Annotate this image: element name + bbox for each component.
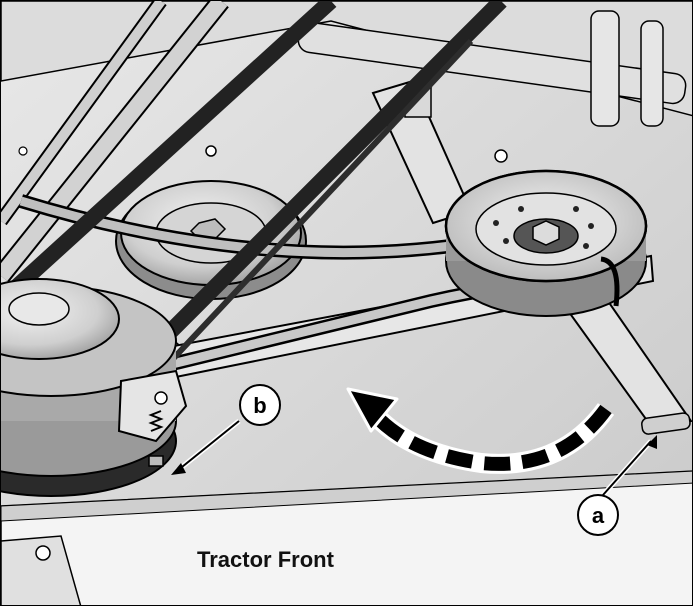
idler-arm-tip bbox=[641, 412, 691, 435]
rod-2 bbox=[1, 1, 166, 224]
callout-b-circle bbox=[239, 384, 281, 426]
clutch-shaft bbox=[8, 292, 70, 326]
mount-bracket bbox=[1, 535, 82, 605]
right-bracket-2 bbox=[640, 20, 664, 127]
mount-bolt bbox=[35, 545, 51, 561]
clutch-bracket-hole bbox=[154, 391, 168, 405]
idler-hole bbox=[493, 220, 499, 226]
callout-a-label: a bbox=[592, 503, 605, 528]
drive-belt-1 bbox=[1, 1, 337, 307]
drive-belt-3 bbox=[168, 38, 474, 364]
callout-b-label: b bbox=[253, 393, 266, 418]
rod-1 bbox=[1, 1, 228, 281]
callout-b: b bbox=[171, 384, 281, 475]
arrow-left-curved-dashed-icon bbox=[346, 387, 615, 474]
tractor-front-caption: Tractor Front bbox=[197, 547, 334, 572]
clutch-stop bbox=[148, 455, 164, 467]
right-bracket bbox=[590, 10, 620, 127]
idler-hole bbox=[588, 223, 594, 229]
idler-hole bbox=[518, 206, 524, 212]
front-plate-edge bbox=[1, 470, 692, 522]
clutch-spring bbox=[148, 410, 164, 432]
callout-a-circle bbox=[577, 494, 619, 536]
callout-a: a bbox=[577, 435, 657, 536]
idler-hole bbox=[503, 238, 509, 244]
drive-belt-2 bbox=[115, 1, 507, 387]
deck-bolt bbox=[205, 145, 217, 157]
belt-keeper bbox=[600, 256, 620, 307]
deck-bolt bbox=[18, 146, 28, 156]
clutch-bracket bbox=[117, 369, 188, 443]
idler-hole bbox=[573, 206, 579, 212]
idler-hole bbox=[583, 243, 589, 249]
deck-bolt bbox=[494, 149, 508, 163]
idler-nut bbox=[532, 220, 560, 246]
